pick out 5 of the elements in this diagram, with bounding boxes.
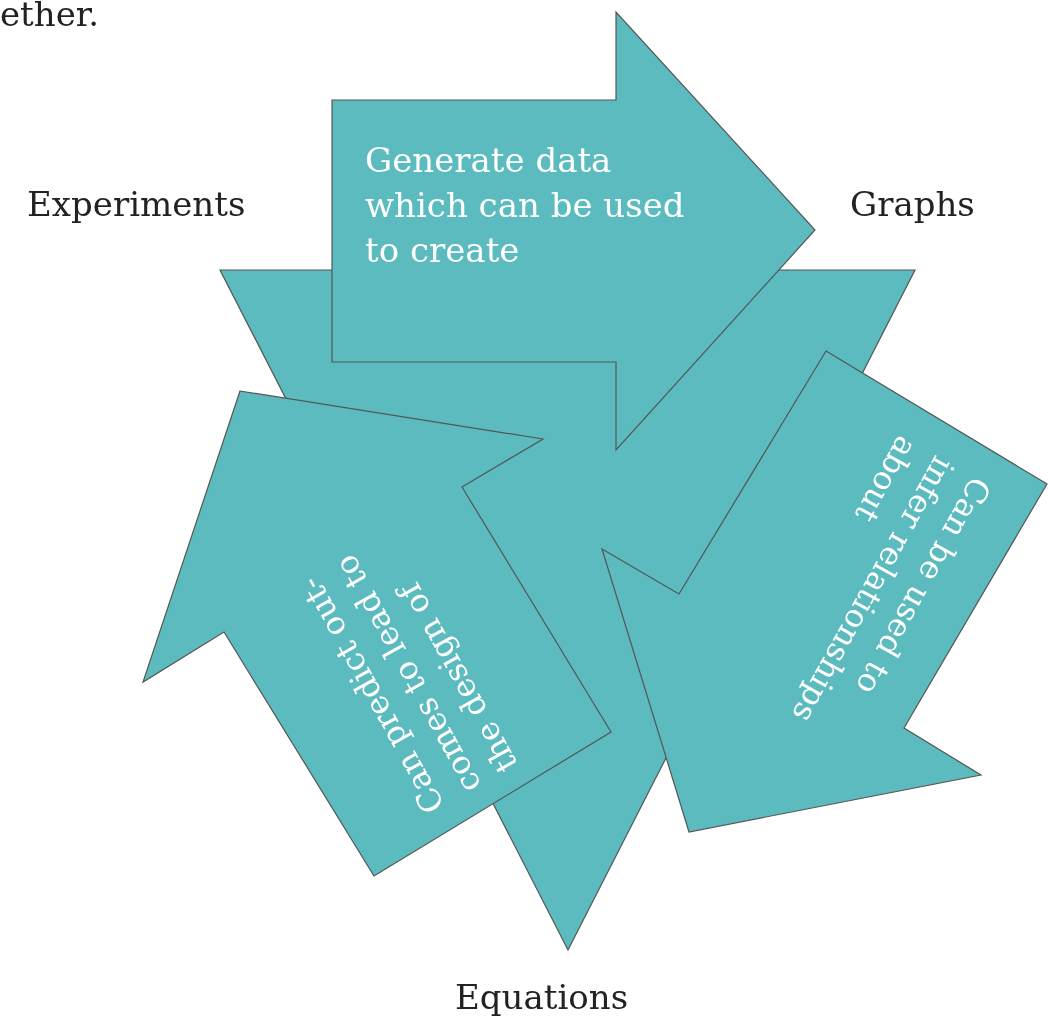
stage-label: Graphs xyxy=(850,184,975,225)
text-fragment: ether. xyxy=(0,0,100,35)
stage-label: Equations xyxy=(455,977,629,1018)
stage-label: Experiments xyxy=(27,184,246,225)
arrow-text: Generate data which can be used to create xyxy=(365,139,686,272)
